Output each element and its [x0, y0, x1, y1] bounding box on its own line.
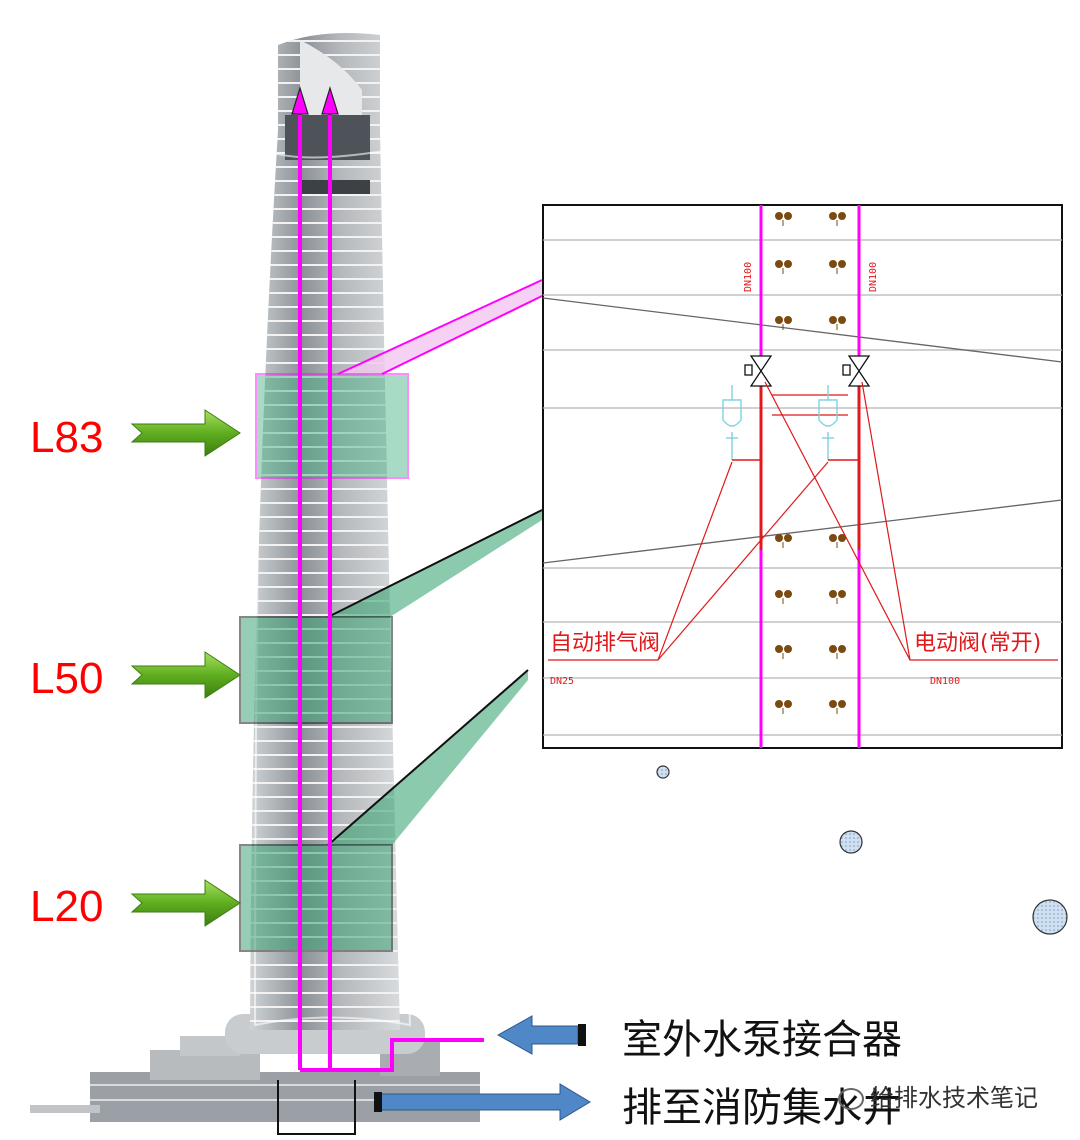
level-label-l20: L20 — [30, 882, 104, 931]
pump-connector-label: 室外水泵接合器 — [622, 1017, 902, 1063]
tower — [250, 32, 412, 1031]
arrow-left-icon — [496, 1015, 579, 1055]
connector-pipe — [300, 1038, 484, 1072]
pipe-dn-right: DN100 — [868, 262, 879, 292]
arrow-icon-l20 — [130, 879, 241, 927]
auto-air-valve-label: 自动排气阀 — [550, 631, 660, 656]
motor-valve-dn: DN100 — [930, 676, 960, 687]
pipe-arrowhead-right — [321, 85, 339, 115]
decorative-bubbles — [656, 765, 1068, 935]
air-valve-left-icon — [722, 385, 761, 461]
pipe-dn-left: DN100 — [743, 262, 754, 292]
level-label-l50: L50 — [30, 654, 104, 703]
sprinkler-symbols — [775, 212, 846, 714]
blue-arrows — [374, 1015, 591, 1121]
pipe-arrowhead-left — [291, 85, 309, 115]
watermark: 给排水技术笔记 — [838, 1078, 1038, 1113]
arrow-icon-l83 — [130, 409, 241, 457]
motor-valve-label: 电动阀(常开) — [914, 631, 1041, 656]
sump-outline — [277, 1080, 356, 1135]
motor-valve-left-icon — [744, 355, 773, 387]
level-arrows — [130, 409, 241, 927]
arrow-icon-l50 — [130, 651, 241, 699]
air-valve-right-icon — [818, 385, 859, 461]
arrow-right-icon — [379, 1083, 591, 1121]
riser-pipes — [277, 85, 484, 1135]
motor-valve-right-icon — [842, 355, 871, 387]
callout-l20 — [239, 669, 529, 952]
wechat-icon — [838, 1088, 864, 1110]
level-label-l83: L83 — [30, 413, 104, 462]
auto-air-valve-dn: DN25 — [550, 676, 574, 687]
detail-panel: 自动排气阀 DN25 电动阀(常开) DN100 DN100 DN100 — [542, 204, 1063, 749]
callout-l50 — [239, 509, 543, 724]
